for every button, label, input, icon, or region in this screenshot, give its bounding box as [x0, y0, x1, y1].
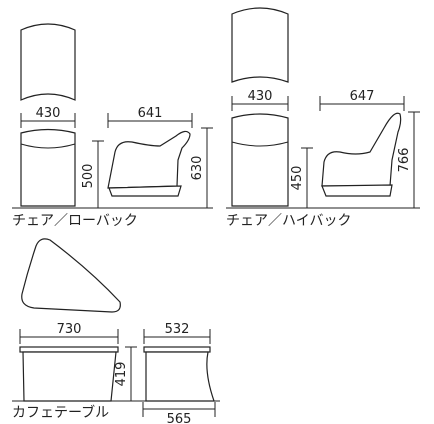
lowback-seat-height-label: 500 — [81, 164, 96, 189]
highback-seat-height-dimension: 450 — [290, 147, 313, 208]
highback-width-dimension: 430 — [231, 89, 289, 111]
lowback-width-dimension: 430 — [20, 106, 76, 128]
highback-depth-dimension: 647 — [319, 89, 405, 111]
lowback-front-view — [20, 128, 76, 207]
lowback-depth-dimension: 641 — [107, 106, 193, 128]
table-front-view — [19, 346, 119, 402]
cafe-table-group: 730 419 532 5 — [12, 238, 220, 424]
table-height-dimension: 419 — [114, 346, 137, 401]
table-height-label: 419 — [114, 362, 129, 387]
highback-width-label: 430 — [248, 89, 273, 104]
table-top-view — [21, 238, 121, 313]
lowback-caption: チェア／ローバック — [12, 213, 138, 229]
table-caption: カフェテーブル — [12, 404, 109, 421]
table-bottom-depth-dimension: 565 — [142, 402, 216, 424]
table-width-dimension: 730 — [19, 322, 119, 344]
highback-seat-height-label: 450 — [290, 166, 305, 191]
lowback-seat-height-dimension: 500 — [81, 140, 104, 208]
table-bottom-depth-label: 565 — [167, 412, 192, 424]
lowback-height-label: 630 — [190, 156, 205, 181]
table-depth-dimension: 532 — [143, 322, 211, 344]
lowback-height-dimension: 630 — [190, 127, 213, 208]
lowback-side-view — [107, 130, 191, 197]
lowback-top-view — [20, 23, 76, 101]
highback-top-view — [231, 7, 289, 83]
highback-side-view — [321, 112, 402, 197]
lowback-chair-group: 430 500 641 630 — [12, 23, 213, 229]
highback-chair-group: 430 450 647 766 — [226, 7, 420, 229]
table-side-view — [143, 346, 215, 402]
highback-height-dimension: 766 — [397, 111, 420, 208]
highback-front-view — [231, 113, 289, 207]
table-depth-label: 532 — [165, 322, 190, 337]
lowback-depth-label: 641 — [138, 106, 163, 121]
highback-height-label: 766 — [397, 148, 412, 173]
lowback-width-label: 430 — [36, 106, 61, 121]
highback-caption: チェア／ハイバック — [226, 213, 351, 229]
table-width-label: 730 — [57, 322, 82, 337]
highback-depth-label: 647 — [350, 89, 375, 104]
